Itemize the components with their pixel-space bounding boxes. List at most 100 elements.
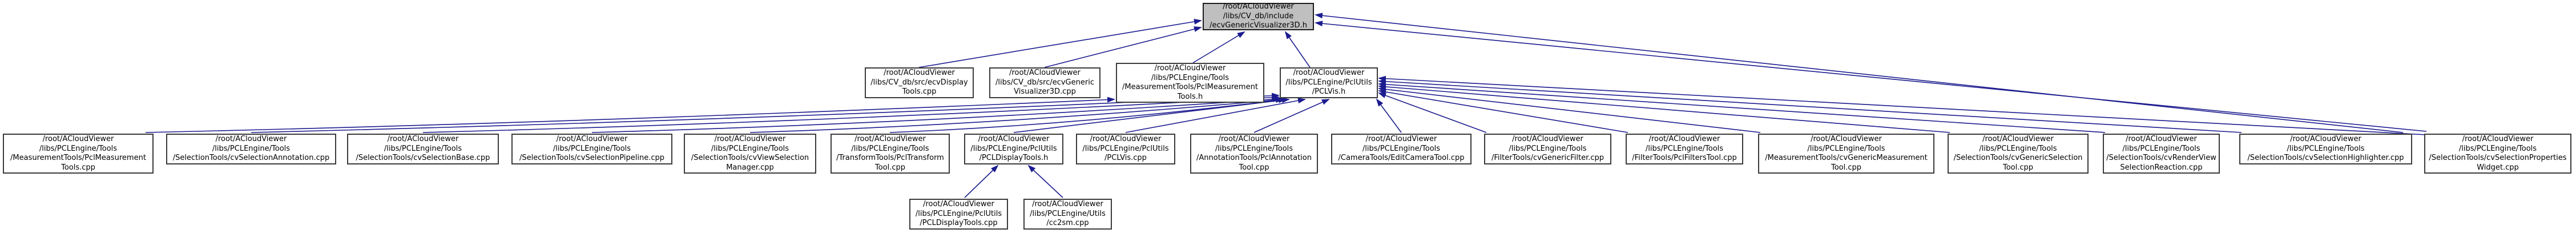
edge-cvviewselectionmanager-cpp--to--pclvis-h [749,97,1284,133]
edge-ecvgenericvisualizer3d-cpp--to--ecvgenericvisualizer3d-h [1044,26,1202,68]
node-cvselectionhighlighter-cpp[interactable]: /root/ACloudViewer/libs/PCLEngine/Tools/… [2239,134,2412,164]
edge-pclmeasurementtools-h--to--ecvgenericvisualizer3d-h [1192,31,1245,63]
node-ecvgenericvisualizer3d-cpp[interactable]: /root/ACloudViewer/libs/CV_db/src/ecvGen… [989,67,1100,98]
node-label-line: /root/ACloudViewer [387,135,459,144]
edge-pclfilterstool-cpp--to--pclvis-h [1378,89,1628,133]
node-label-line: /libs/PCLEngine/Tools [1979,144,2057,153]
node-label-line: /SelectionTools/cvRenderView [2106,154,2216,162]
node-label-line: /SelectionTools/cvSelectionPipeline.cpp [519,154,665,163]
node-label-line: /libs/PCLEngine/Tools [212,144,291,153]
edge-cvgenericfilter-cpp--to--pclvis-h [1378,93,1487,133]
node-label-line: /libs/PCLEngine/PclUtils [970,144,1057,153]
node-pcldisplaytools-h[interactable]: /root/ACloudViewer/libs/PCLEngine/PclUti… [964,134,1063,164]
edge-pcldisplaytools-cpp--to--pcldisplaytools-h [964,164,999,198]
node-label-line: Tool.cpp [1831,163,1862,172]
node-label-line: /libs/PCLEngine/Tools [711,144,789,153]
node-cvgenericselectiontool-cpp[interactable]: /root/ACloudViewer/libs/PCLEngine/Tools/… [1948,134,2089,174]
node-label-line: /root/ACloudViewer [854,135,926,143]
node-label-line: /libs/PCLEngine/Tools [1807,144,1885,153]
node-label-line: /libs/PCLEngine/Tools [2122,144,2200,153]
node-label-line: /root/ACloudViewer [714,135,786,143]
node-label-line: /root/ACloudViewer [2290,135,2361,144]
node-label-line: /SelectionTools/cvSelectionBase.cpp [356,154,490,163]
node-ecvdisplaytools-cpp[interactable]: /root/ACloudViewer/libs/CV_db/src/ecvDis… [865,67,974,98]
node-label-line: Widget.cpp [2477,163,2519,172]
node-label-line: /libs/PCLEngine/PclUtils [1285,78,1372,87]
node-label-line: /libs/PCLEngine/Tools [851,144,929,153]
node-label-line: /root/ACloudViewer [923,200,994,209]
node-label-line: /root/ACloudViewer [884,69,955,78]
node-label-line: /libs/PCLEngine/Tools [553,144,631,153]
node-label-line: /libs/CV_db/include [1223,11,1294,21]
node-cvselectionannotation-cpp[interactable]: /root/ACloudViewer/libs/PCLEngine/Tools/… [166,134,336,164]
edge-pcldisplaytools-h--to--pclvis-h [1013,97,1290,133]
edge-cvselectionbase-cpp--to--pclvis-h [422,94,1280,133]
node-label-line: /MeasurementTools/PclMeasurement [1122,83,1258,91]
edge-pclvis-h--to--ecvgenericvisualizer3d-h [1284,31,1311,68]
node-editcameratool-cpp[interactable]: /root/ACloudViewer/libs/PCLEngine/Tools/… [1331,134,1472,164]
node-cvselectionpipeline-cpp[interactable]: /root/ACloudViewer/libs/PCLEngine/Tools/… [511,134,672,164]
node-label-line: /PCLDisplayTools.cpp [920,219,998,228]
node-label-line: /libs/PCLEngine/Tools [2458,144,2537,153]
node-pclmeasurementtools-cpp[interactable]: /root/ACloudViewer/libs/PCLEngine/Tools/… [3,134,154,174]
node-label-line: /root/ACloudViewer [215,135,287,144]
node-cvrenderviewselectionreaction-cpp[interactable]: /root/ACloudViewer/libs/PCLEngine/Tools/… [2103,134,2220,174]
node-label-line: /SelectionTools/cvGenericSelection [1953,154,2083,162]
node-cvgenericfilter-cpp[interactable]: /root/ACloudViewer/libs/PCLEngine/Tools/… [1484,134,1611,164]
node-label-line: /root/ACloudViewer [556,135,628,144]
node-label-line: /TransformTools/PclTransform [836,154,944,162]
node-label-line: /root/ACloudViewer [1648,135,1720,144]
node-label-line: Visualizer3D.cpp [1014,87,1076,97]
node-pclmeasurementtools-h[interactable]: /root/ACloudViewer/libs/PCLEngine/Tools/… [1116,63,1264,103]
node-label-line: /FilterTools/cvGenericFilter.cpp [1491,154,1605,163]
edge-cvselectionpipeline-cpp--to--pclvis-h [591,96,1281,133]
node-label-line: /root/ACloudViewer [1293,69,1365,78]
edge-cc2sm-cpp--to--pcldisplaytools-h [1027,164,1063,198]
node-pclvis-cpp[interactable]: /root/ACloudViewer/libs/PCLEngine/PclUti… [1076,134,1175,164]
edge-pcltransformtool-cpp--to--pclvis-h [889,97,1287,133]
node-label-line: /libs/PCLEngine/Tools [1509,144,1587,153]
edge-cvgenericselectiontool-cpp--to--pclvis-h [1378,83,1950,133]
node-pclannotationtool-cpp[interactable]: /root/ACloudViewer/libs/PCLEngine/Tools/… [1190,134,1318,174]
node-cvselectionpropertieswidget-cpp[interactable]: /root/ACloudViewer/libs/PCLEngine/Tools/… [2424,134,2571,174]
node-pclvis-h[interactable]: /root/ACloudViewer/libs/PCLEngine/PclUti… [1280,67,1378,98]
edge-cvgenericmeasurementtool-cpp--to--pclvis-h [1378,86,1761,133]
node-pclfilterstool-cpp[interactable]: /root/ACloudViewer/libs/PCLEngine/Tools/… [1626,134,1743,164]
edge-cvselectionhighlighter-cpp--to--pclvis-h [1378,78,2242,133]
node-label-line: Tools.cpp [61,163,95,172]
edge-pclvis-cpp--to--pclvis-h [1125,98,1306,133]
node-cvgenericmeasurementtool-cpp[interactable]: /root/ACloudViewer/libs/PCLEngine/Tools/… [1758,134,1934,174]
edge-pclmeasurementtools-cpp--to--pclmeasurementtools-h [145,97,1115,133]
node-label-line: /root/ACloudViewer [1009,69,1081,78]
node-label-line: /root/ACloudViewer [42,135,114,143]
node-label-line: Tools.h [1177,92,1203,101]
node-cvselectionbase-cpp[interactable]: /root/ACloudViewer/libs/PCLEngine/Tools/… [347,134,499,164]
edge-cvselectionhighlighter-cpp--to--ecvgenericvisualizer3d-h [1315,13,2404,133]
node-label-line: /root/ACloudViewer [2462,135,2534,143]
node-label-line: /root/ACloudViewer [1365,135,1437,144]
node-pcltransformtool-cpp[interactable]: /root/ACloudViewer/libs/PCLEngine/Tools/… [831,134,950,174]
node-label-line: /ecvGenericVisualizer3D.h [1210,21,1307,30]
node-label-line: /root/ACloudViewer [1090,135,1162,144]
node-pcldisplaytools-cpp[interactable]: /root/ACloudViewer/libs/PCLEngine/PclUti… [909,199,1008,230]
node-label-line: /root/ACloudViewer [1811,135,1882,143]
node-label-line: /SelectionTools/cvSelectionHighlighter.c… [2247,154,2404,163]
node-label-line: /root/ACloudViewer [1982,135,2054,143]
include-edges [145,13,2427,198]
node-label-line: /CameraTools/EditCameraTool.cpp [1338,154,1465,163]
edge-editcameratool-cpp--to--pclvis-h [1376,98,1402,133]
node-label-line: /FilterTools/PclFiltersTool.cpp [1632,154,1737,163]
node-label-line: /libs/PCLEngine/Utils [1030,209,1106,218]
node-cvviewselectionmanager-cpp[interactable]: /root/ACloudViewer/libs/PCLEngine/Tools/… [684,134,816,174]
node-label-line: /root/ACloudViewer [2126,135,2197,143]
edge-ecvdisplaytools-cpp--to--ecvgenericvisualizer3d-h [918,19,1202,68]
node-ecvgenericvisualizer3d-h[interactable]: /root/ACloudViewer/libs/CV_db/include/ec… [1203,2,1314,30]
node-label-line: Tool.cpp [2002,163,2034,172]
node-label-line: Tool.cpp [874,163,906,172]
node-label-line: /cc2sm.cpp [1046,219,1089,228]
node-cc2sm-cpp[interactable]: /root/ACloudViewer/libs/PCLEngine/Utils/… [1023,199,1112,230]
node-label-line: /libs/PCLEngine/Tools [2287,144,2365,153]
node-label-line: /SelectionTools/cvSelectionProperties [2429,154,2567,162]
edge-cvselectionpropertieswidget-cpp--to--pclvis-h [1378,75,2427,135]
